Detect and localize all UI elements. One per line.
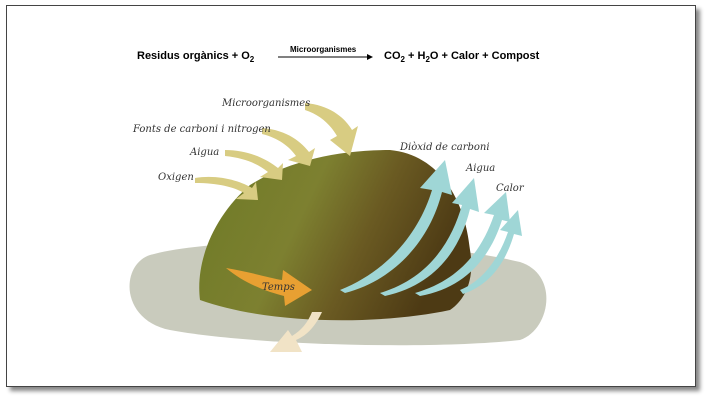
output-label: Diòxid de carboni [399,142,490,153]
arrow-microorganismes [305,103,358,156]
compost-pile [199,150,472,321]
time-arrow [226,268,312,306]
output-arrows [340,160,522,296]
input-label: Oxigen [158,172,194,183]
compost-arrow [270,312,322,352]
input-label: Aigua [189,147,219,158]
process-label: Temps [262,282,295,293]
input-arrows [195,103,358,200]
input-label: Fonts de carboni i nitrogen [132,124,271,135]
input-label: Microorganismes [221,98,310,109]
result-label: Compost [223,342,273,353]
equation-products: CO2 + H2O + Calor + Compost [384,50,540,64]
equation-catalyst: Microorganismes [290,45,357,54]
output-label: Calor [496,183,525,194]
output-label: Aigua [465,163,495,174]
equation-reactants: Residus orgànics + O2 [137,50,255,64]
